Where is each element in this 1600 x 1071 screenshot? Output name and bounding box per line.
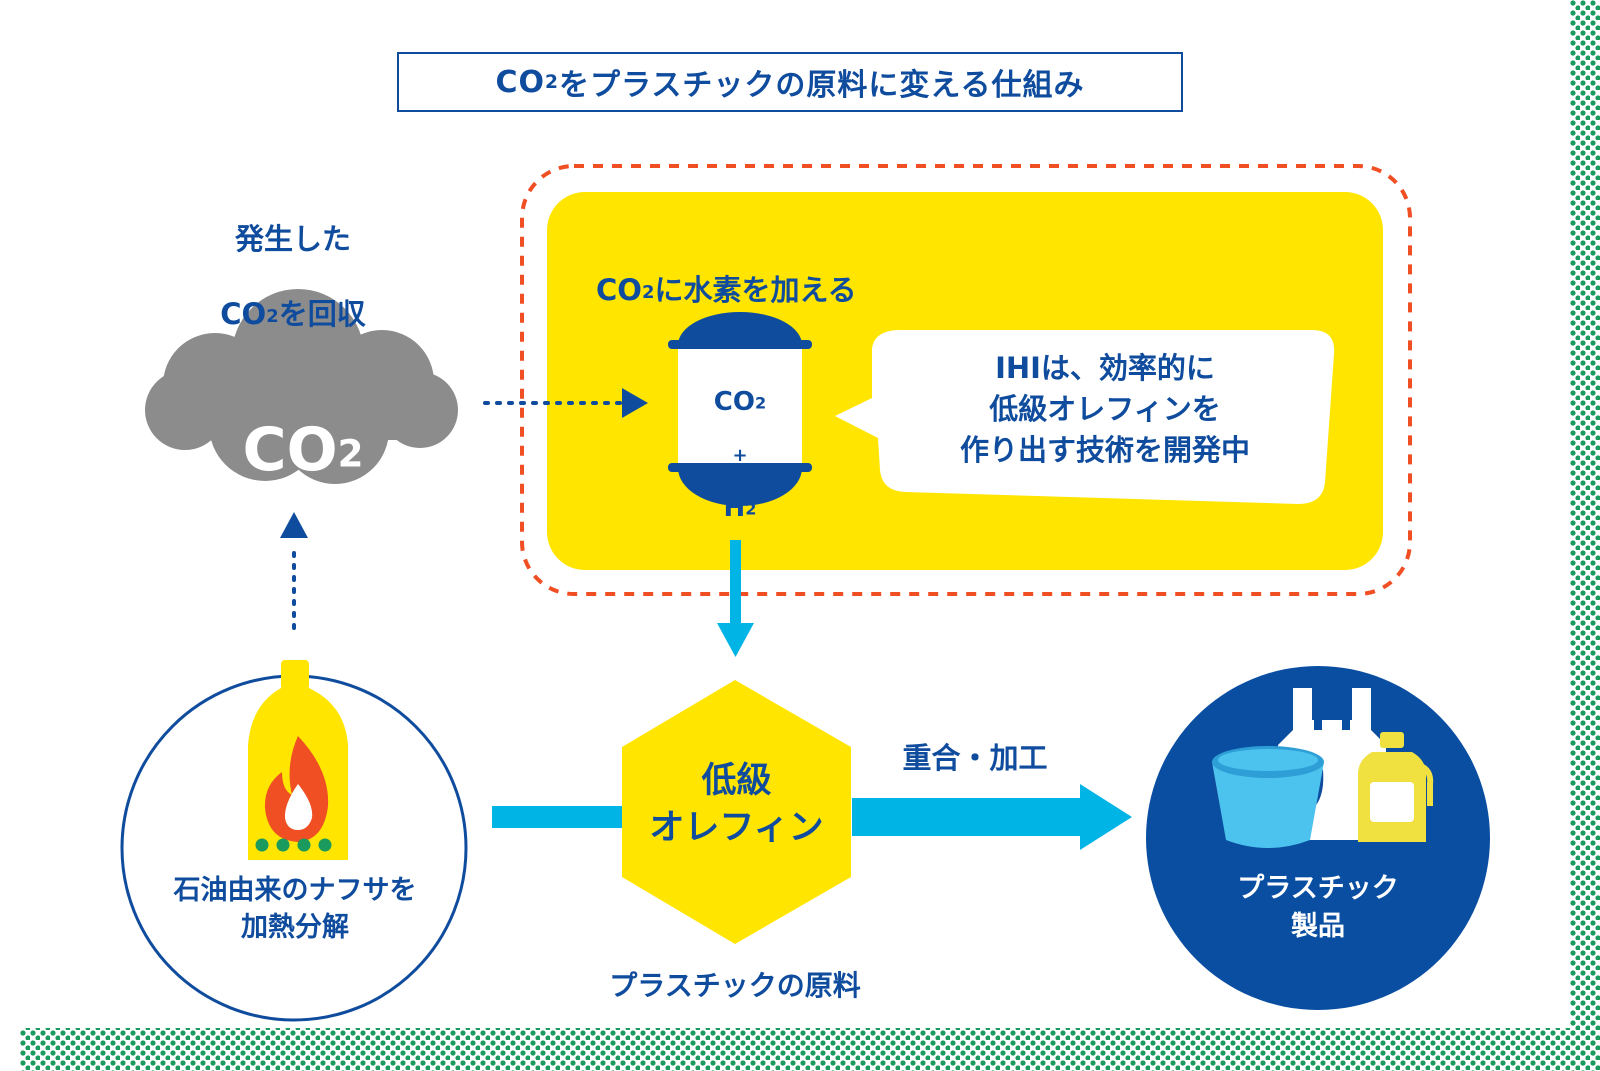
capture-line1: 発生した (234, 221, 351, 256)
capture-to-tank-arrow (483, 388, 648, 418)
source-to-cloud-arrow (280, 512, 308, 630)
source-to-olefin-bar (492, 806, 625, 828)
tank-h-subscript: 2 (745, 499, 757, 519)
source-label: 石油由来のナフサを 加熱分解 (173, 875, 417, 944)
process-rest: に水素を加える (654, 272, 857, 307)
right-dotted-border (1570, 0, 1600, 1071)
olefin-to-product-arrow (852, 784, 1132, 850)
olefin-hexagon (622, 680, 851, 944)
tank-co: CO (713, 386, 755, 417)
tank-label: CO2 + H2 (680, 358, 800, 554)
process-dashed-outline (520, 164, 1412, 596)
tank-h: H (723, 492, 746, 523)
speech-bubble (835, 330, 1335, 504)
process-co: CO (596, 272, 642, 307)
process-label: CO2に水素を加える (596, 234, 916, 309)
tank-co-subscript: 2 (754, 393, 767, 413)
bubble-text: IHIは、効率的に 低級オレフィンを 作り出す技術を開発中 (959, 351, 1250, 468)
cloud-icon (145, 289, 458, 484)
capture-label: 発生した CO2を回収 (188, 183, 398, 371)
cloud-co: CO (242, 415, 338, 485)
cloud-label: CO2 (198, 360, 408, 480)
olefin-label: 低級 オレフィン (649, 761, 824, 849)
detergent-bottle-icon (1358, 732, 1434, 842)
capture-subscript: 2 (266, 306, 279, 328)
tank-plus: + (732, 444, 748, 466)
process-subscript: 2 (641, 281, 655, 303)
flame-bottle-icon (248, 660, 348, 860)
bucket-icon (1212, 746, 1324, 848)
bottom-dotted-border (20, 1028, 1600, 1071)
capture-line2: CO2を回収 (188, 296, 398, 334)
capture-rest: を回収 (278, 297, 366, 332)
title-co: CO (495, 64, 546, 100)
title-rest: をプラスチックの原料に変える仕組み (558, 68, 1085, 103)
arrow-label: 重合・加工 (902, 741, 1048, 775)
cloud-subscript: 2 (337, 431, 364, 476)
product-label: プラスチック 製品 (1237, 873, 1399, 942)
tank-icon (668, 312, 812, 506)
tank-line3: H2 (680, 492, 800, 524)
tank-line1: CO2 (680, 386, 800, 418)
tank-to-olefin-arrow (717, 540, 754, 657)
capture-co: CO (220, 297, 267, 332)
title-subscript: 2 (545, 71, 559, 93)
olefin-caption: プラスチックの原料 (609, 969, 861, 1002)
